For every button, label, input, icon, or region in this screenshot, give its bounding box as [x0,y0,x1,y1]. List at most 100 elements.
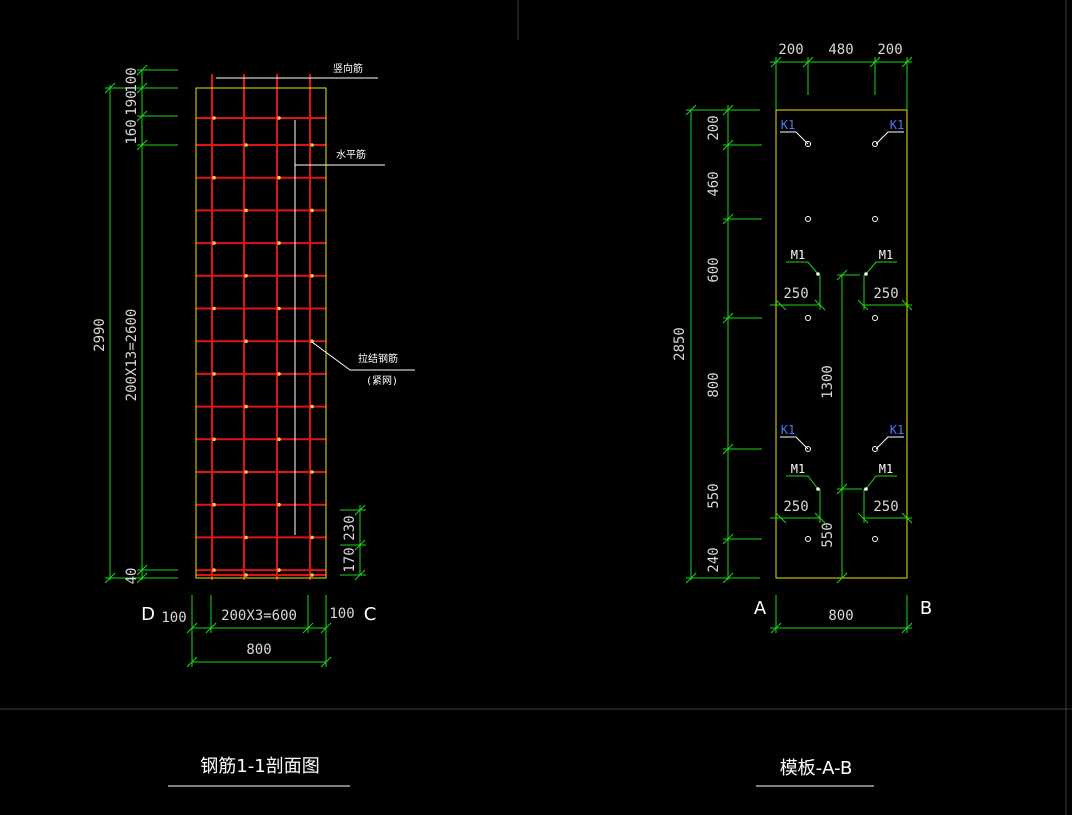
dim-right-800: 800 [706,372,722,397]
dim-right-top-200-b: 200 [877,42,902,58]
tie-hole [805,446,811,452]
tie-point [310,143,314,147]
dim-250-upper-right: 250 [873,286,898,302]
m1-point [816,487,820,491]
tie-point [277,437,281,442]
rebar-grid [196,74,326,580]
dim-left-170: 170 [342,547,358,572]
label-m1-upper-left: M1 [791,248,805,262]
tie-hole [872,216,878,222]
tie-point [277,241,281,245]
callout-vertical-bar: 竖向筋 [333,62,363,75]
label-k1-bottom-right: K1 [890,423,904,437]
left-rebar-section: 竖向筋 水平筋 拉结钢筋 (紧网) [92,62,415,787]
tie-point [244,339,248,344]
callout-tie-note: (紧网) [366,375,398,387]
marker-a: A [754,598,767,619]
tie-point [244,404,248,409]
right-title: 模板-A-B [780,758,853,779]
tie-point [212,502,216,507]
left-dim-lines [104,64,366,668]
tie-point [244,573,248,577]
right-dim-lines [685,56,913,634]
dim-left-40: 40 [124,568,140,585]
dim-left-mid: 200X13=2600 [124,309,140,402]
dim-right-top-200-a: 200 [778,42,803,58]
tie-point [212,116,216,120]
dim-left-h-100-b: 100 [329,606,354,622]
dim-right-inner-1300: 1300 [820,365,836,399]
tie-point [212,175,216,180]
tie-point [310,573,314,577]
tie-point [310,535,314,540]
tie-point [212,437,216,442]
tie-point [277,502,281,507]
tie-point [310,274,314,278]
tie-point [212,372,216,376]
marker-c: C [364,604,377,625]
m1-point [864,487,868,491]
tie-hole [805,141,811,147]
tie-point [212,568,216,572]
label-m1-lower-left: M1 [791,462,805,476]
tie-point [277,116,281,120]
label-k1-top-right: K1 [890,118,904,132]
dim-250-upper-left: 250 [783,286,808,302]
form-tie-holes [805,141,878,542]
tie-hole [872,446,878,452]
m1-leaders [786,261,897,490]
tie-hole [872,315,878,321]
dim-left-width: 800 [246,642,271,658]
leader-tie-bar-slant [311,341,351,371]
dim-right-200: 200 [706,115,722,140]
callout-leaders [216,77,415,371]
tie-point [212,241,216,245]
dim-250-lower-left: 250 [783,499,808,515]
marker-d: D [141,604,155,625]
tie-hole [872,141,878,147]
dim-right-240: 240 [706,547,722,572]
m1-point [816,272,820,276]
marker-b: B [920,598,932,619]
label-k1-bottom-left: K1 [781,423,795,437]
tie-point [277,306,281,311]
m1-point [864,272,868,276]
k1-leaders [780,131,904,450]
dim-right-460: 460 [706,171,722,196]
tie-point [212,306,216,311]
tie-point [244,274,248,278]
left-title: 钢筋1-1剖面图 [200,756,319,777]
tie-point [244,535,248,540]
tie-point [244,208,248,213]
left-section-outline [195,87,327,579]
dim-left-total-height: 2990 [92,318,108,352]
right-formwork-elevation: 200 480 200 2850 200 460 600 800 550 240… [672,42,932,787]
label-k1-top-left: K1 [781,118,795,132]
dim-right-600: 600 [706,257,722,282]
dim-right-top-480: 480 [828,42,853,58]
dim-left-h-600: 200X3=600 [221,608,297,624]
dim-left-100: 100 [124,67,140,92]
tie-hole [872,536,878,542]
dim-left-190: 190 [124,90,140,115]
callout-tie-bar: 拉结钢筋 [358,352,398,365]
dim-right-inner-550: 550 [820,522,836,547]
callout-horizontal-bar: 水平筋 [336,148,366,161]
label-m1-lower-right: M1 [879,462,893,476]
tie-point [244,470,248,474]
tie-point [277,568,281,572]
label-m1-upper-right: M1 [879,248,893,262]
dim-left-160: 160 [124,119,140,144]
tie-point [277,175,281,180]
dim-right-width: 800 [828,608,853,624]
dim-right-total-height: 2850 [672,327,688,361]
tie-point [277,372,281,376]
tie-point [310,404,314,409]
tie-point [244,143,248,147]
tie-point [310,208,314,213]
tie-point [310,470,314,474]
dim-right-550: 550 [706,483,722,508]
tie-hole [805,536,811,542]
tie-hole [805,315,811,321]
